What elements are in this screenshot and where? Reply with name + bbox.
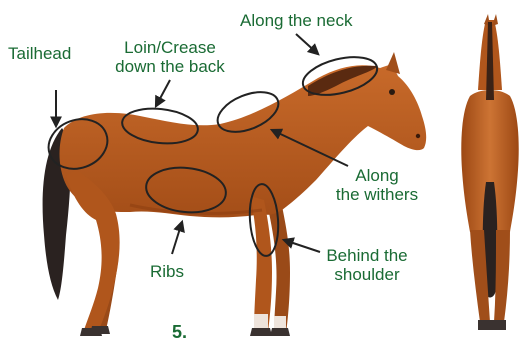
hoof [90,326,110,334]
hoof [250,328,272,336]
near-front-leg [250,196,272,332]
nostril [416,134,420,138]
shoulder-label-line1: Behind the [314,246,420,265]
loin-label: Loin/Crease down the back [106,38,234,76]
shoulder-label-line2: shoulder [314,265,420,284]
ribs-pointer-arrow [172,222,182,254]
neck-label: Along the neck [240,11,352,30]
eye [389,89,395,95]
figure-number: 5. [172,322,187,343]
rear-hoof [492,320,506,330]
hoof [270,328,290,336]
sock [254,314,268,328]
sock [274,316,286,328]
neck-pointer-arrow [296,34,318,54]
rear-hoof [478,320,492,330]
shoulder-label: Behind the shoulder [314,246,420,284]
withers-label-line1: Along [322,166,432,185]
loin-pointer-arrow [156,80,170,106]
withers-label: Along the withers [322,166,432,204]
rear-leg-right [494,230,510,322]
tailhead-label: Tailhead [8,44,71,63]
withers-label-line2: the withers [322,185,432,204]
loin-label-line1: Loin/Crease [106,38,234,57]
loin-label-line2: down the back [106,57,234,76]
ribs-label: Ribs [150,262,184,281]
rear-view-horse-illustration [461,14,518,330]
